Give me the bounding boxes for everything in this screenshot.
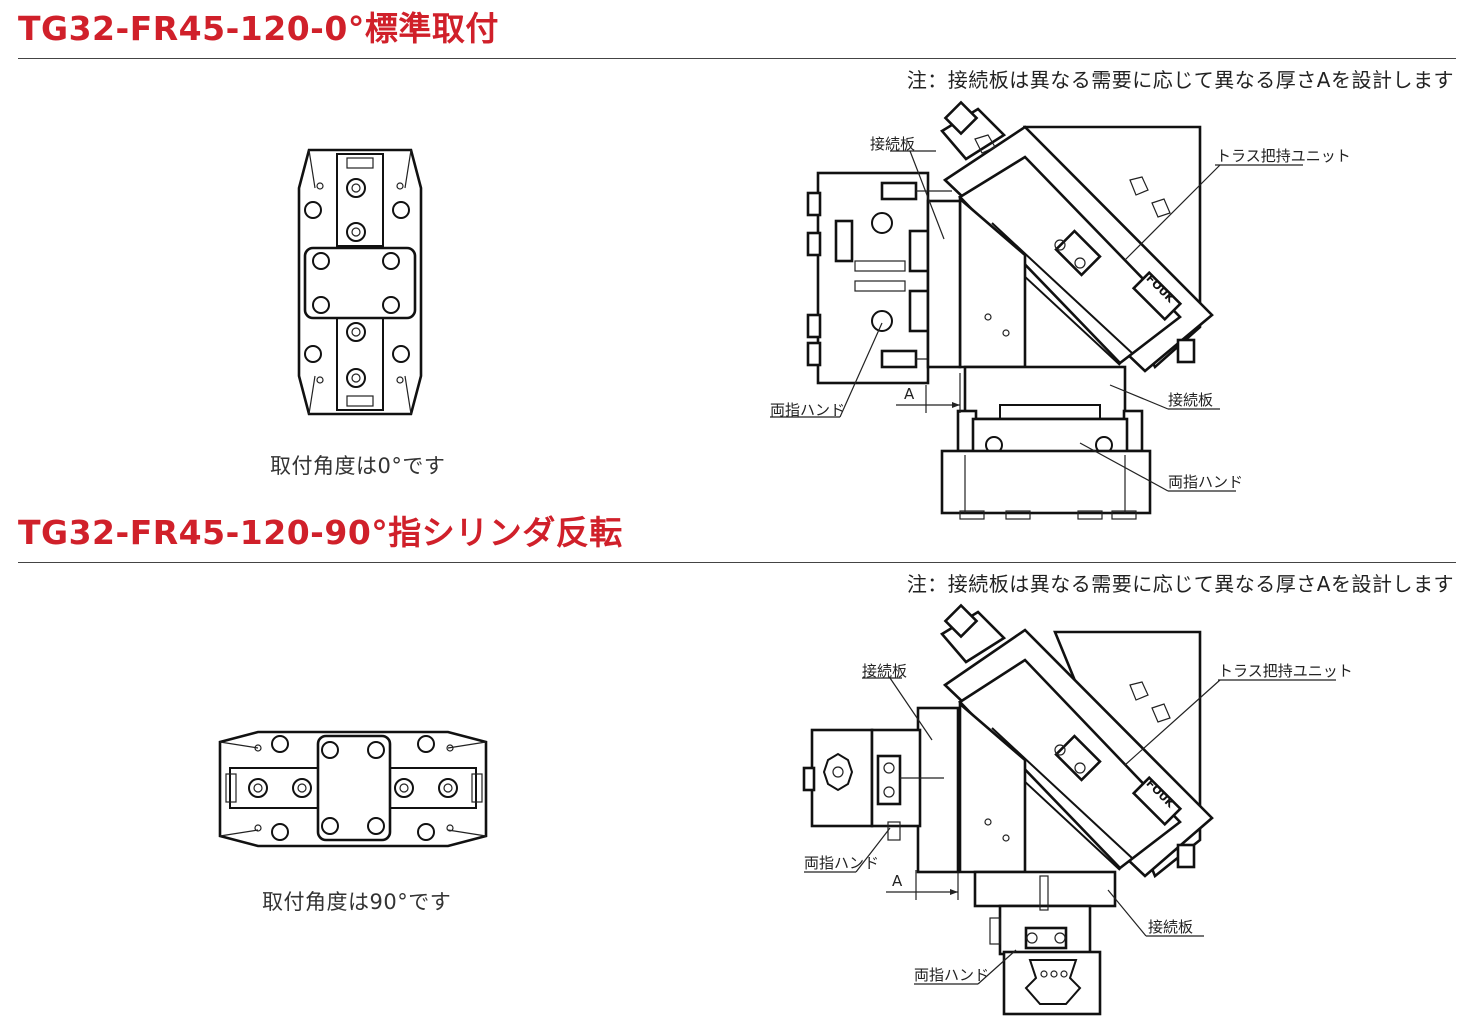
- label-connecting-plate-top: 接続板: [870, 135, 915, 153]
- dimension-a-label: A: [892, 872, 903, 890]
- assembly-drawing-90deg: FOUK 接: [802, 603, 1353, 1016]
- design-note: 注：接続板は異なる需要に応じて異なる厚さAを設計します: [906, 68, 1454, 92]
- top-view-drawing-90deg: [218, 730, 488, 848]
- label-two-finger-hand-left: 両指ハンド: [770, 401, 845, 419]
- section-title: TG32-FR45-120-90°指シリンダ反転: [18, 513, 623, 552]
- label-truss-unit: トラス把持ユニット: [1216, 147, 1351, 165]
- divider: [18, 562, 1456, 563]
- label-connecting-plate-bottom: 接続板: [1148, 918, 1193, 936]
- label-two-finger-hand-bottom: 両指ハンド: [914, 966, 989, 984]
- label-connecting-plate-bottom: 接続板: [1168, 391, 1213, 409]
- section-title: TG32-FR45-120-0°標準取付: [18, 9, 499, 48]
- label-connecting-plate-top: 接続板: [862, 662, 907, 680]
- assembly-drawing-0deg: FOUK: [770, 100, 1351, 520]
- label-two-finger-hand-bottom: 両指ハンド: [1168, 473, 1243, 491]
- design-note: 注：接続板は異なる需要に応じて異なる厚さAを設計します: [906, 572, 1454, 596]
- top-view-drawing-0deg: [297, 148, 423, 416]
- divider: [18, 58, 1456, 59]
- mount-angle-caption: 取付角度は0°です: [270, 454, 446, 478]
- mount-angle-caption: 取付角度は90°です: [262, 890, 452, 914]
- label-two-finger-hand-left: 両指ハンド: [804, 854, 879, 872]
- label-truss-unit: トラス把持ユニット: [1218, 662, 1353, 680]
- dimension-a-label: A: [904, 385, 915, 403]
